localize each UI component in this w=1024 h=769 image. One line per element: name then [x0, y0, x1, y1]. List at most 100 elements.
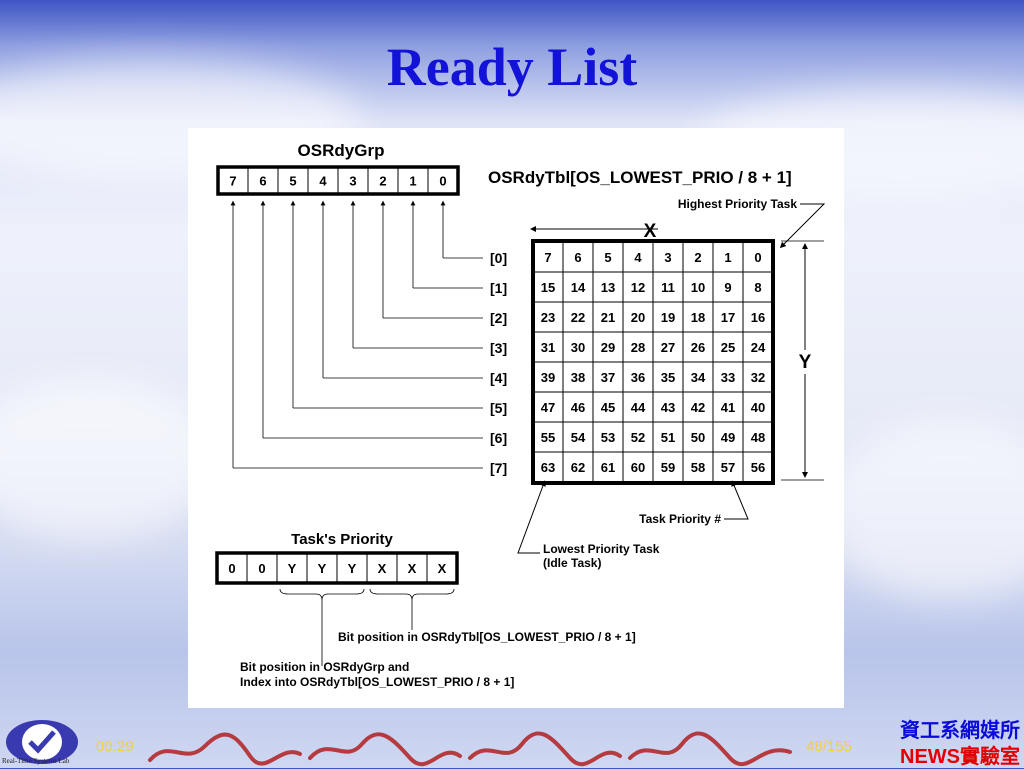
task-priority-bit: X [378, 561, 387, 576]
osrdygrp-bit: 4 [319, 174, 327, 189]
highest-priority-label: Highest Priority Task [678, 197, 797, 211]
table-cell: 15 [541, 280, 555, 295]
row-label: [5] [490, 400, 507, 416]
footer-decoration [148, 731, 792, 767]
osrdygrp-bit: 3 [349, 174, 356, 189]
task-priority-label: Task's Priority [291, 531, 393, 548]
lab-name: Real-Time Systems Lab [2, 757, 70, 765]
highest-priority-arrow [779, 203, 826, 249]
table-cell: 60 [631, 460, 645, 475]
osrdygrp-bit: 6 [259, 174, 266, 189]
table-cell: 17 [721, 310, 735, 325]
row-label: [1] [490, 280, 507, 296]
y-label: Y [799, 352, 812, 373]
row-label: [0] [490, 250, 507, 266]
table-cell: 13 [601, 280, 615, 295]
bit-pos-tbl-label: Bit position in OSRdyTbl[OS_LOWEST_PRIO … [338, 630, 636, 644]
table-cell: 5 [604, 250, 611, 265]
task-priority-bit: 0 [228, 561, 235, 576]
table-cell: 44 [631, 400, 646, 415]
table-cell: 51 [661, 430, 675, 445]
task-priority-bit: Y [348, 561, 357, 576]
table-cell: 33 [721, 370, 735, 385]
osrdygrp-label: OSRdyGrp [298, 141, 385, 160]
department-name: 資工系網媒所 [900, 720, 1020, 742]
table-cell: 63 [541, 460, 555, 475]
task-priority-num-arrow [724, 480, 749, 520]
index-into-tbl-label: Index into OSRdyTbl[OS_LOWEST_PRIO / 8 +… [240, 675, 514, 689]
lab-logo [6, 720, 78, 764]
table-cell: 61 [601, 460, 615, 475]
task-priority-bit: X [438, 561, 447, 576]
table-cell: 34 [691, 370, 706, 385]
row-label: [3] [490, 340, 507, 356]
row-label: [4] [490, 370, 507, 386]
table-cell: 54 [571, 430, 586, 445]
table-cell: 22 [571, 310, 585, 325]
osrdygrp-bit: 7 [229, 174, 236, 189]
table-cell: 29 [601, 340, 615, 355]
row-label: [7] [490, 460, 507, 476]
task-priority-bit: X [408, 561, 417, 576]
osrdygrp-bit: 1 [409, 174, 416, 189]
y-bits-brace [279, 588, 365, 601]
table-cell: 37 [601, 370, 615, 385]
osrdytbl-label: OSRdyTbl[OS_LOWEST_PRIO / 8 + 1] [488, 168, 792, 187]
osrdygrp-bit: 2 [379, 174, 386, 189]
table-cell: 21 [601, 310, 615, 325]
table-cell: 35 [661, 370, 675, 385]
table-cell: 9 [724, 280, 731, 295]
table-cell: 8 [754, 280, 761, 295]
table-cell: 36 [631, 370, 645, 385]
table-cell: 48 [751, 430, 765, 445]
table-cell: 4 [634, 250, 642, 265]
table-cell: 0 [754, 250, 761, 265]
idle-task-label: (Idle Task) [543, 556, 601, 570]
table-cell: 18 [691, 310, 705, 325]
table-cell: 2 [694, 250, 701, 265]
table-cell: 26 [691, 340, 705, 355]
table-cell: 39 [541, 370, 555, 385]
table-cell: 3 [664, 250, 671, 265]
task-priority-bit: 0 [258, 561, 265, 576]
table-cell: 30 [571, 340, 585, 355]
table-cell: 24 [751, 340, 766, 355]
table-cell: 55 [541, 430, 555, 445]
osrdygrp-bit: 0 [439, 174, 446, 189]
table-cell: 41 [721, 400, 735, 415]
table-cell: 42 [691, 400, 705, 415]
row-label: [6] [490, 430, 507, 446]
table-cell: 1 [724, 250, 731, 265]
table-cell: 25 [721, 340, 735, 355]
footer-time: 00:29 [96, 738, 134, 755]
table-cell: 11 [661, 280, 675, 295]
table-cell: 53 [601, 430, 615, 445]
table-cell: 7 [544, 250, 551, 265]
table-cell: 52 [631, 430, 645, 445]
bit-pos-grp-label: Bit position in OSRdyGrp and [240, 660, 409, 674]
table-cell: 38 [571, 370, 585, 385]
task-priority-num-label: Task Priority # [639, 512, 721, 526]
x-bits-brace [369, 588, 455, 601]
table-cell: 56 [751, 460, 765, 475]
table-cell: 32 [751, 370, 765, 385]
table-cell: 12 [631, 280, 645, 295]
table-cell: 20 [631, 310, 645, 325]
table-cell: 16 [751, 310, 765, 325]
table-cell: 45 [601, 400, 615, 415]
table-cell: 27 [661, 340, 675, 355]
table-cell: 19 [661, 310, 675, 325]
table-cell: 6 [574, 250, 581, 265]
table-cell: 14 [571, 280, 586, 295]
table-cell: 31 [541, 340, 555, 355]
table-cell: 62 [571, 460, 585, 475]
table-cell: 49 [721, 430, 735, 445]
table-cell: 57 [721, 460, 735, 475]
page-number: 48/155 [806, 738, 852, 755]
slide-title: Ready List [386, 37, 638, 97]
task-priority-bit: Y [318, 561, 327, 576]
table-cell: 46 [571, 400, 585, 415]
table-cell: 47 [541, 400, 555, 415]
